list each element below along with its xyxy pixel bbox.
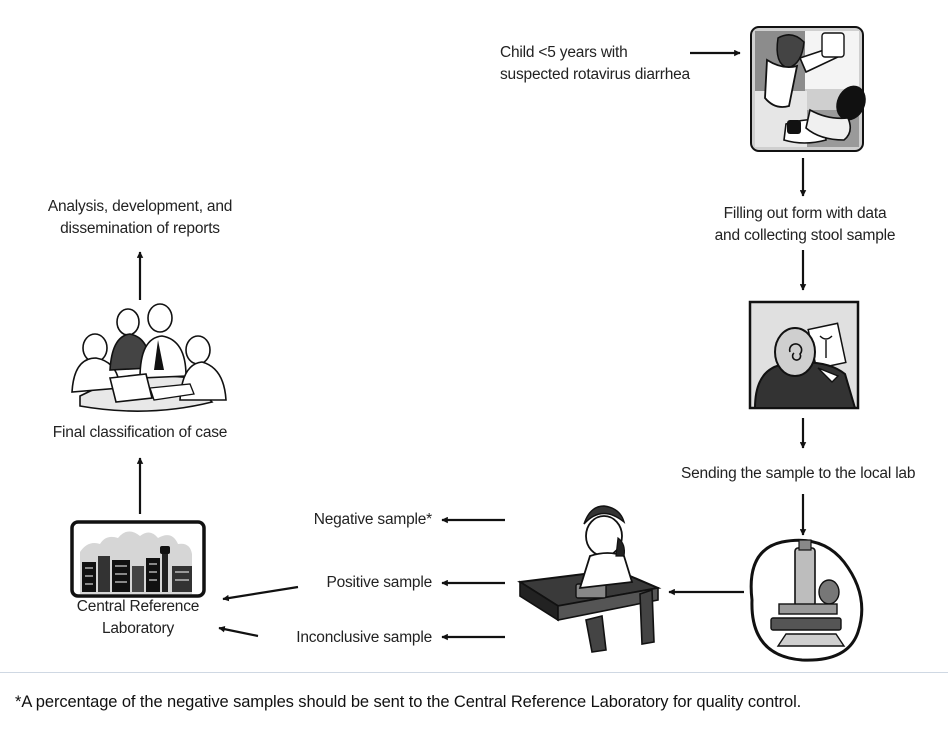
meeting-people-clipart	[71, 303, 227, 412]
label-negative-sample: Negative sample*	[313, 511, 432, 528]
label-filling-line2: and collecting stool sample	[714, 227, 896, 244]
label-sending-sample: Sending the sample to the local lab	[681, 465, 916, 482]
label-final-classification: Final classification of case	[52, 424, 228, 441]
patient-nurse-clipart	[750, 26, 866, 152]
footnote-text: *A percentage of the negative samples sh…	[15, 693, 802, 711]
arrow-positive-to-central	[222, 585, 299, 602]
label-analysis-reports: Analysis, development, and dissemination…	[30, 196, 250, 240]
central-lab-city-clipart	[70, 520, 206, 598]
label-central-line2: Laboratory	[101, 620, 175, 637]
label-child-line1: Child <5 years with	[500, 44, 628, 61]
flow-arrows	[136, 49, 807, 641]
label-filling-line1: Filling out form with data	[723, 205, 887, 222]
technician-clipart	[748, 300, 860, 410]
label-child-line2: suspected rotavirus diarrhea	[500, 66, 690, 83]
label-analysis-line1: Analysis, development, and	[47, 198, 233, 215]
label-central-line1: Central Reference	[76, 598, 200, 615]
label-filling-form: Filling out form with data and collectin…	[700, 203, 910, 247]
footnote-panel: *A percentage of the negative samples sh…	[0, 672, 948, 729]
label-child-suspected: Child <5 years with suspected rotavirus …	[500, 42, 690, 86]
label-analysis-line2: dissemination of reports	[60, 220, 220, 237]
arrow-inconclusive-to-central	[218, 625, 259, 638]
label-inconclusive-sample: Inconclusive sample	[296, 629, 432, 646]
label-central-reference-lab: Central Reference Laboratory	[60, 596, 216, 640]
label-positive-sample: Positive sample	[326, 574, 432, 591]
clerk-desk-clipart	[517, 505, 662, 653]
microscope-clipart	[749, 538, 864, 662]
